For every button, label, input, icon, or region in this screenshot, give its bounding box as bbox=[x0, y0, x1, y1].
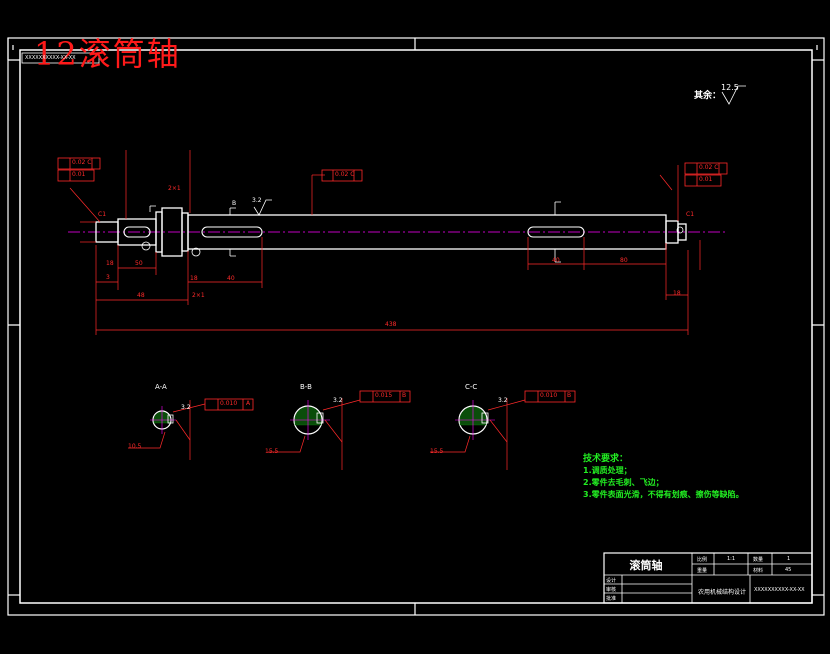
tech-item-2: 2.零件去毛刺、飞边； bbox=[583, 478, 664, 487]
surface-finish-label: 其余： bbox=[694, 91, 722, 101]
surface-finish-value: 12.5 bbox=[721, 83, 739, 92]
tech-title: 技术要求： bbox=[583, 454, 629, 464]
section-b-datum: B bbox=[402, 392, 407, 399]
gdt-2: 0.01 bbox=[72, 171, 86, 178]
section-a-a bbox=[128, 398, 254, 460]
chamfer-2: C1 bbox=[686, 211, 695, 218]
tb-school: 农用机械结构设计 bbox=[698, 589, 747, 596]
tb-label-design: 设计 bbox=[606, 578, 617, 584]
dim-overall: 438 bbox=[385, 321, 397, 328]
keyways bbox=[123, 226, 585, 238]
section-c-dim: 15.5 bbox=[430, 448, 444, 455]
section-a-dim: 10.5 bbox=[128, 443, 142, 450]
code-box bbox=[21, 52, 100, 64]
tb-field-material: 45 bbox=[785, 567, 792, 573]
chamfer-3: 2×1 bbox=[168, 185, 181, 192]
dim-right-1: 40 bbox=[552, 257, 560, 264]
dim-seg-4: 48 bbox=[137, 292, 145, 299]
dimension-lines bbox=[69, 150, 701, 335]
dim-seg-2: 18 bbox=[106, 260, 114, 267]
section-c-ra: 3.2 bbox=[498, 397, 508, 404]
inner-frame bbox=[19, 49, 813, 604]
chamfer-1: C1 bbox=[98, 211, 107, 218]
tb-field-weight-label: 重量 bbox=[697, 568, 708, 574]
drawing-title-watermark: 12滚筒轴 bbox=[34, 35, 181, 73]
corner-marks bbox=[7, 38, 824, 615]
gdt-3: 0.02 C bbox=[335, 171, 355, 178]
section-c-datum: B bbox=[567, 392, 572, 399]
gdt-4: 0.02 C bbox=[699, 164, 719, 171]
chamfer-4: 2×1 bbox=[192, 292, 205, 299]
dim-right-2: 80 bbox=[620, 257, 628, 264]
tb-label-review: 审核 bbox=[606, 587, 617, 593]
ra-top: 3.2 bbox=[252, 197, 262, 204]
top-left-code: XXXXXXXXXX-XX-XX bbox=[25, 55, 76, 61]
dim-seg-3: 50 bbox=[135, 260, 143, 267]
tb-label-approve: 批准 bbox=[606, 596, 617, 602]
dim-seg-6: 40 bbox=[227, 275, 235, 282]
section-b-label: B-B bbox=[300, 383, 312, 391]
section-a-label: A-A bbox=[155, 383, 167, 391]
tb-field-scale: 1:1 bbox=[727, 556, 736, 562]
title-block bbox=[603, 552, 813, 604]
title-block-part-name: 滚筒轴 bbox=[629, 559, 663, 572]
section-b-b bbox=[268, 390, 411, 470]
section-a-datum: A bbox=[246, 400, 251, 407]
section-b-dim: 15.5 bbox=[265, 448, 279, 455]
tb-field-material-label: 材料 bbox=[753, 568, 764, 574]
section-c-c bbox=[430, 390, 576, 470]
outer-frame bbox=[7, 37, 825, 616]
section-a-ra: 3.2 bbox=[181, 404, 191, 411]
gdt-frames bbox=[57, 157, 728, 187]
gdt-5: 0.01 bbox=[699, 176, 713, 183]
roughness-marks bbox=[141, 85, 746, 257]
dim-seg-1: 3 bbox=[106, 274, 110, 281]
tb-drawing-no: XXXXXXXXXX-XX-XX bbox=[754, 587, 805, 593]
tech-item-1: 1.调质处理； bbox=[583, 466, 632, 475]
section-a-tol: 0.010 bbox=[220, 400, 238, 407]
section-mark-b: B bbox=[232, 200, 237, 207]
dim-right-3: 18 bbox=[673, 290, 681, 297]
tb-field-scale-label: 比例 bbox=[697, 557, 708, 563]
tech-item-3: 3.零件表面光滑，不得有划痕、擦伤等缺陷。 bbox=[583, 490, 744, 499]
technical-requirements: 技术要求： 1.调质处理； 2.零件去毛刺、飞边； 3.零件表面光滑，不得有划痕… bbox=[583, 453, 744, 501]
section-b-ra: 3.2 bbox=[333, 397, 343, 404]
section-c-tol: 0.010 bbox=[540, 392, 558, 399]
tb-field-qty-label: 数量 bbox=[753, 557, 764, 563]
dim-seg-5: 18 bbox=[190, 275, 198, 282]
gdt-1: 0.02 C bbox=[72, 159, 92, 166]
tb-field-qty: 1 bbox=[787, 556, 791, 562]
section-b-tol: 0.015 bbox=[375, 392, 393, 399]
section-arrows bbox=[149, 201, 561, 263]
section-c-label: C-C bbox=[465, 383, 478, 391]
